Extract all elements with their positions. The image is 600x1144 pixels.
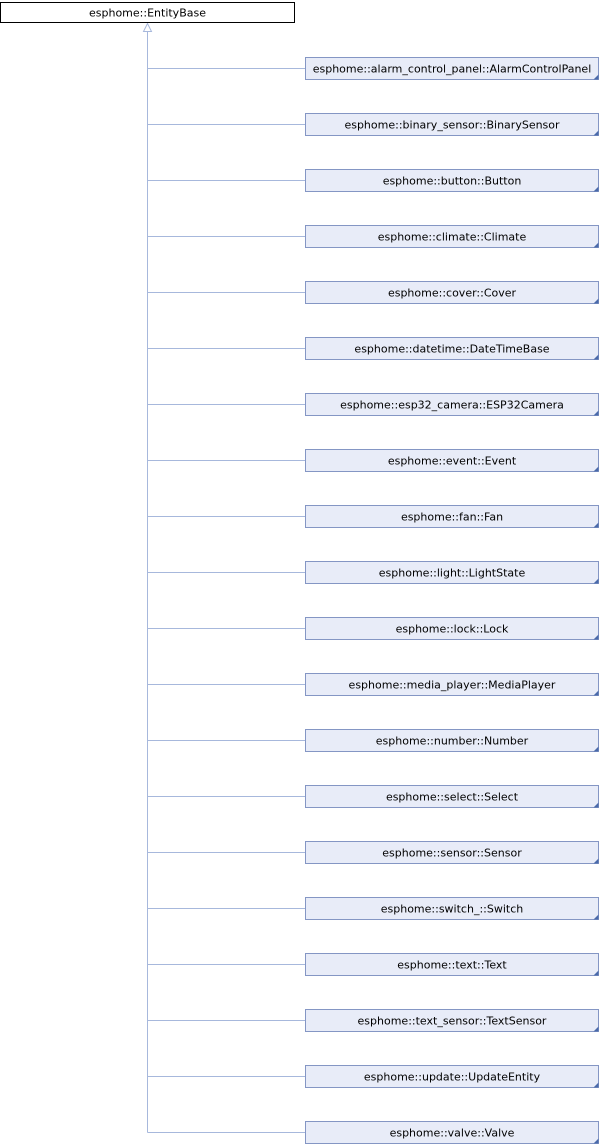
expand-corner-icon xyxy=(593,690,599,696)
derived-class-label[interactable]: esphome::binary_sensor::BinarySensor xyxy=(344,119,560,132)
derived-class-label[interactable]: esphome::event::Event xyxy=(388,455,517,468)
derived-class-node[interactable]: esphome::binary_sensor::BinarySensor xyxy=(305,113,599,136)
derived-class-box[interactable] xyxy=(305,673,599,696)
base-class-node: esphome::EntityBase xyxy=(0,2,295,23)
derived-class-box[interactable] xyxy=(305,57,599,80)
derived-class-node[interactable]: esphome::valve::Valve xyxy=(305,1121,599,1144)
derived-class-label[interactable]: esphome::climate::Climate xyxy=(378,231,527,244)
derived-class-node[interactable]: esphome::esp32_camera::ESP32Camera xyxy=(305,393,599,416)
derived-class-node[interactable]: esphome::lock::Lock xyxy=(305,617,599,640)
derived-class-box[interactable] xyxy=(305,897,599,920)
derived-class-node[interactable]: esphome::sensor::Sensor xyxy=(305,841,599,864)
derived-class-node[interactable]: esphome::media_player::MediaPlayer xyxy=(305,673,599,696)
derived-class-box[interactable] xyxy=(305,337,599,360)
derived-class-label[interactable]: esphome::number::Number xyxy=(376,735,529,748)
inheritance-edges xyxy=(142,22,306,1133)
expand-corner-icon xyxy=(593,242,599,248)
derived-class-box[interactable] xyxy=(305,169,599,192)
derived-class-label[interactable]: esphome::esp32_camera::ESP32Camera xyxy=(340,399,564,412)
derived-class-label[interactable]: esphome::button::Button xyxy=(383,175,522,188)
derived-class-node[interactable]: esphome::light::LightState xyxy=(305,561,599,584)
derived-class-box[interactable] xyxy=(305,617,599,640)
base-class-box xyxy=(0,2,295,23)
derived-class-label[interactable]: esphome::update::UpdateEntity xyxy=(364,1071,541,1084)
derived-class-label[interactable]: esphome::select::Select xyxy=(386,791,519,804)
derived-class-label[interactable]: esphome::cover::Cover xyxy=(388,287,517,300)
derived-class-label[interactable]: esphome::lock::Lock xyxy=(396,623,509,636)
expand-corner-icon xyxy=(593,802,599,808)
expand-corner-icon xyxy=(593,634,599,640)
derived-class-node[interactable]: esphome::climate::Climate xyxy=(305,225,599,248)
expand-corner-icon xyxy=(593,1026,599,1032)
inheritance-arrow xyxy=(142,22,153,32)
derived-class-box[interactable] xyxy=(305,1065,599,1088)
derived-class-node[interactable]: esphome::update::UpdateEntity xyxy=(305,1065,599,1088)
derived-class-label[interactable]: esphome::text::Text xyxy=(397,959,507,972)
derived-class-box[interactable] xyxy=(305,561,599,584)
derived-class-box[interactable] xyxy=(305,953,599,976)
derived-class-node[interactable]: esphome::button::Button xyxy=(305,169,599,192)
expand-corner-icon xyxy=(593,970,599,976)
base-class-label: esphome::EntityBase xyxy=(89,7,206,20)
derived-class-node[interactable]: esphome::event::Event xyxy=(305,449,599,472)
derived-class-nodes: esphome::alarm_control_panel::AlarmContr… xyxy=(305,57,599,1144)
expand-corner-icon xyxy=(593,74,599,80)
derived-class-node[interactable]: esphome::alarm_control_panel::AlarmContr… xyxy=(305,57,599,80)
derived-class-box[interactable] xyxy=(305,785,599,808)
derived-class-label[interactable]: esphome::sensor::Sensor xyxy=(382,847,522,860)
derived-class-node[interactable]: esphome::number::Number xyxy=(305,729,599,752)
derived-class-box[interactable] xyxy=(305,729,599,752)
expand-corner-icon xyxy=(593,522,599,528)
derived-class-node[interactable]: esphome::text_sensor::TextSensor xyxy=(305,1009,599,1032)
derived-class-label[interactable]: esphome::media_player::MediaPlayer xyxy=(349,679,556,692)
expand-corner-icon xyxy=(593,298,599,304)
expand-corner-icon xyxy=(593,354,599,360)
expand-corner-icon xyxy=(593,466,599,472)
derived-class-label[interactable]: esphome::valve::Valve xyxy=(390,1127,515,1140)
derived-class-node[interactable]: esphome::select::Select xyxy=(305,785,599,808)
derived-class-box[interactable] xyxy=(305,505,599,528)
derived-class-label[interactable]: esphome::datetime::DateTimeBase xyxy=(354,343,549,356)
expand-corner-icon xyxy=(593,914,599,920)
derived-class-node[interactable]: esphome::cover::Cover xyxy=(305,281,599,304)
derived-class-box[interactable] xyxy=(305,1009,599,1032)
derived-class-label[interactable]: esphome::alarm_control_panel::AlarmContr… xyxy=(313,63,592,76)
derived-class-label[interactable]: esphome::fan::Fan xyxy=(401,511,503,524)
expand-corner-icon xyxy=(593,1138,599,1144)
expand-corner-icon xyxy=(593,410,599,416)
expand-corner-icon xyxy=(593,1082,599,1088)
expand-corner-icon xyxy=(593,858,599,864)
derived-class-node[interactable]: esphome::switch_::Switch xyxy=(305,897,599,920)
derived-class-box[interactable] xyxy=(305,393,599,416)
derived-class-label[interactable]: esphome::light::LightState xyxy=(379,567,526,580)
derived-class-box[interactable] xyxy=(305,113,599,136)
derived-class-node[interactable]: esphome::datetime::DateTimeBase xyxy=(305,337,599,360)
derived-class-label[interactable]: esphome::switch_::Switch xyxy=(381,903,524,916)
expand-corner-icon xyxy=(593,186,599,192)
derived-class-box[interactable] xyxy=(305,841,599,864)
expand-corner-icon xyxy=(593,578,599,584)
derived-class-label[interactable]: esphome::text_sensor::TextSensor xyxy=(358,1015,547,1028)
derived-class-box[interactable] xyxy=(305,281,599,304)
derived-class-node[interactable]: esphome::fan::Fan xyxy=(305,505,599,528)
expand-corner-icon xyxy=(593,746,599,752)
derived-class-node[interactable]: esphome::text::Text xyxy=(305,953,599,976)
derived-class-box[interactable] xyxy=(305,225,599,248)
expand-corner-icon xyxy=(593,130,599,136)
derived-class-box[interactable] xyxy=(305,449,599,472)
